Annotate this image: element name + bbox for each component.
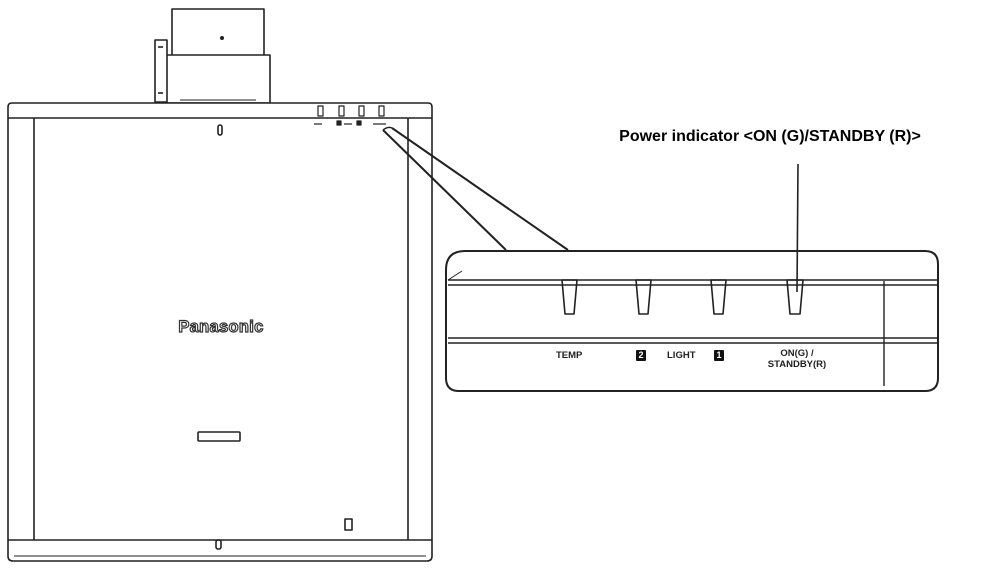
temp-lamp bbox=[561, 279, 578, 315]
body-indicator-row bbox=[314, 105, 386, 126]
projector-body bbox=[7, 102, 433, 562]
temp-label: TEMP bbox=[556, 350, 583, 361]
power-indicator-callout: Power indicator <ON (G)/STANDBY (R)> bbox=[619, 128, 921, 145]
light-label: LIGHT bbox=[667, 350, 696, 361]
light1-lamp bbox=[710, 279, 727, 315]
light2-lamp bbox=[635, 279, 652, 315]
light-1-badge: 1 bbox=[714, 350, 724, 361]
power-label-line1: ON(G) / bbox=[780, 348, 814, 359]
top-vent-mark bbox=[217, 124, 223, 136]
power-label-line2: STANDBY(R) bbox=[767, 359, 827, 370]
callout-leader-line bbox=[796, 163, 799, 293]
bottom-vent-mark bbox=[215, 539, 222, 550]
brand-logo: Panasonic bbox=[178, 317, 264, 336]
light-2-badge: 2 bbox=[636, 350, 646, 361]
security-slot-icon bbox=[344, 518, 353, 531]
lens-screw-icon bbox=[220, 36, 224, 40]
label-plate bbox=[197, 431, 241, 442]
zoom-guide-lines bbox=[382, 126, 569, 251]
lens-unit bbox=[154, 8, 271, 104]
indicator-panel bbox=[445, 250, 939, 392]
